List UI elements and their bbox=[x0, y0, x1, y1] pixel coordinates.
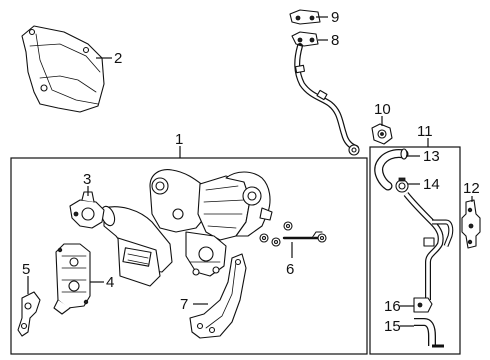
heat-shield-part bbox=[21, 25, 105, 113]
group-box-turbo-assembly bbox=[10, 157, 368, 355]
callout-3: 3 bbox=[83, 171, 91, 188]
callout-7: 7 bbox=[180, 296, 188, 313]
group-box-oil-lines bbox=[369, 146, 461, 355]
callout-8: 8 bbox=[331, 32, 339, 49]
hose-clamp-part bbox=[395, 177, 409, 193]
turbocharger-part bbox=[100, 169, 273, 287]
callout-11: 11 bbox=[417, 123, 433, 140]
callout-13: 13 bbox=[423, 148, 440, 165]
callout-14: 14 bbox=[423, 176, 440, 193]
callout-9: 9 bbox=[331, 9, 339, 26]
callout-10: 10 bbox=[374, 101, 391, 118]
pipe-clip-part bbox=[413, 297, 433, 313]
coolant-hose-part bbox=[374, 148, 409, 191]
callout-16: 16 bbox=[384, 298, 401, 315]
wastegate-actuator-part bbox=[53, 243, 91, 315]
linkage-rod-part bbox=[259, 221, 327, 247]
sensor-part bbox=[69, 191, 105, 229]
mounting-bracket-part bbox=[461, 199, 481, 249]
callout-2: 2 bbox=[114, 50, 122, 67]
callout-5: 5 bbox=[22, 261, 30, 278]
oil-feed-pipe-part bbox=[291, 31, 360, 156]
coolant-pipe-part bbox=[403, 192, 454, 300]
callout-6: 6 bbox=[286, 261, 294, 278]
elbow-hose-part bbox=[414, 318, 444, 348]
callout-1: 1 bbox=[175, 131, 183, 148]
turbo-support-bracket-part bbox=[189, 253, 247, 339]
fitting-part bbox=[371, 123, 393, 145]
callout-15: 15 bbox=[384, 318, 401, 335]
oil-line-bracket-part bbox=[289, 9, 321, 25]
small-bracket-part bbox=[17, 291, 41, 337]
callout-4: 4 bbox=[106, 274, 114, 291]
callout-12: 12 bbox=[463, 180, 480, 197]
